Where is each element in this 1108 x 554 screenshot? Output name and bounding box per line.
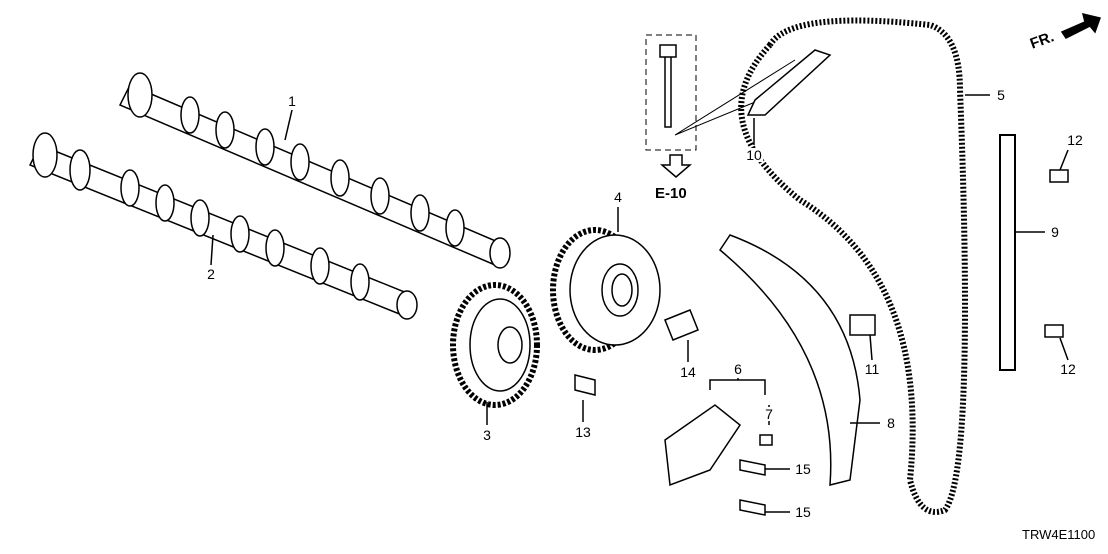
callout-7: 7 bbox=[764, 406, 774, 422]
tensioner-arm bbox=[719, 234, 861, 486]
callout-15-lower: 15 bbox=[794, 504, 812, 520]
callout-10: 10 bbox=[745, 147, 763, 163]
leader-line bbox=[210, 234, 214, 266]
callout-3: 3 bbox=[482, 427, 492, 443]
callout-8: 8 bbox=[886, 415, 896, 431]
callout-5: 5 bbox=[996, 87, 1006, 103]
leader-line bbox=[284, 109, 293, 141]
camshaft-exhaust bbox=[28, 132, 418, 320]
vtc-actuator bbox=[550, 227, 661, 353]
callout-12-lower: 12 bbox=[1059, 361, 1077, 377]
camshaft-intake bbox=[118, 72, 511, 269]
diagram-code: TRW4E1100 bbox=[1022, 527, 1096, 542]
chain-guide bbox=[999, 134, 1016, 371]
upper-guide bbox=[746, 49, 832, 116]
callout-6: 6 bbox=[733, 361, 743, 377]
callout-15-upper: 15 bbox=[794, 461, 812, 477]
callout-12-upper: 12 bbox=[1066, 132, 1084, 148]
callout-13: 13 bbox=[574, 424, 592, 440]
callout-2: 2 bbox=[206, 266, 216, 282]
callout-14: 14 bbox=[679, 364, 697, 380]
callout-1: 1 bbox=[287, 93, 297, 109]
callout-11: 11 bbox=[863, 361, 881, 377]
callout-4: 4 bbox=[613, 189, 623, 205]
sprocket bbox=[450, 282, 540, 408]
reference-e10: E-10 bbox=[655, 185, 687, 202]
callout-9: 9 bbox=[1050, 224, 1060, 240]
front-arrow-icon bbox=[1060, 12, 1101, 39]
